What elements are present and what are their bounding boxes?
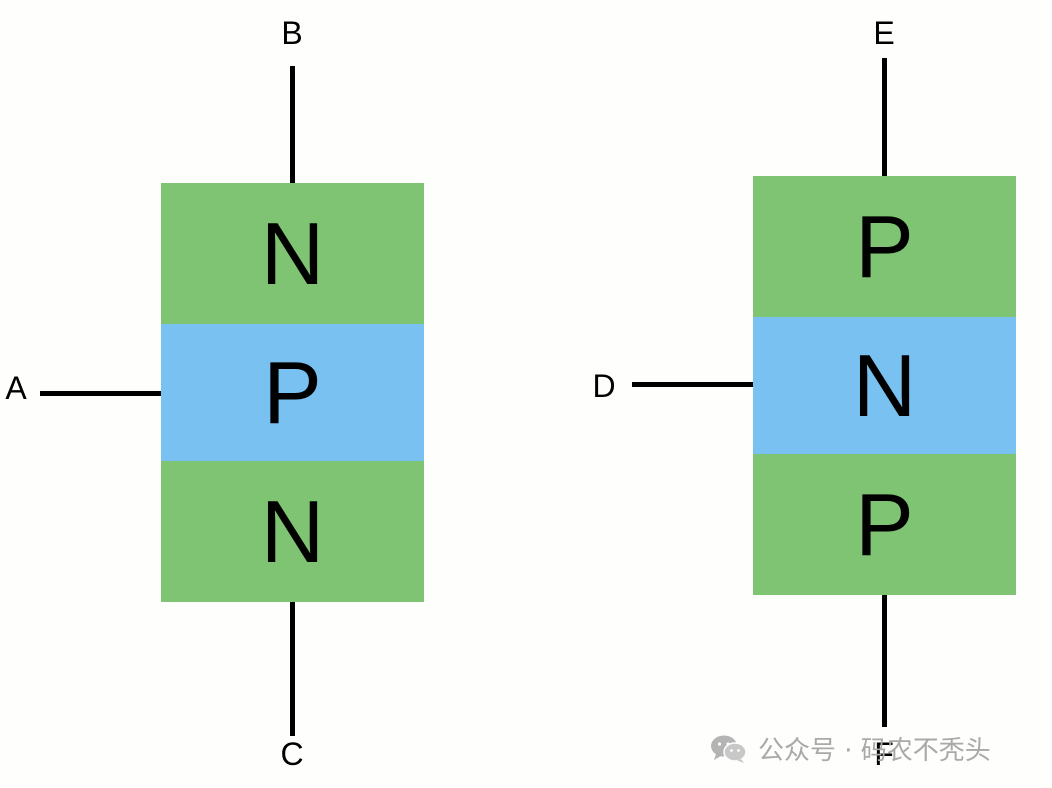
wechat-icon bbox=[710, 734, 748, 764]
pnp-bottom-layer: P bbox=[753, 454, 1016, 595]
watermark: 公众号 · 码农不秃头 bbox=[710, 730, 991, 767]
terminal-e-label: E bbox=[873, 15, 895, 51]
terminal-d-wire bbox=[632, 382, 754, 387]
npn-top-layer: N bbox=[161, 183, 424, 324]
terminal-b-wire bbox=[290, 66, 295, 184]
npn-bottom-layer: N bbox=[161, 461, 424, 602]
terminal-a-wire bbox=[40, 391, 162, 396]
terminal-c-wire bbox=[290, 600, 295, 736]
terminal-e-wire bbox=[882, 58, 887, 177]
terminal-b-label: B bbox=[281, 15, 303, 51]
terminal-f-label: F bbox=[874, 736, 894, 772]
watermark-text: 公众号 · 码农不秃头 bbox=[758, 736, 991, 766]
pnp-middle-layer: N bbox=[753, 317, 1016, 454]
pnp-top-layer: P bbox=[753, 176, 1016, 317]
npn-middle-layer: P bbox=[161, 324, 424, 461]
terminal-a-label: A bbox=[5, 370, 27, 406]
terminal-c-label: C bbox=[280, 736, 304, 772]
terminal-f-wire bbox=[882, 593, 887, 727]
terminal-d-label: D bbox=[592, 368, 616, 404]
